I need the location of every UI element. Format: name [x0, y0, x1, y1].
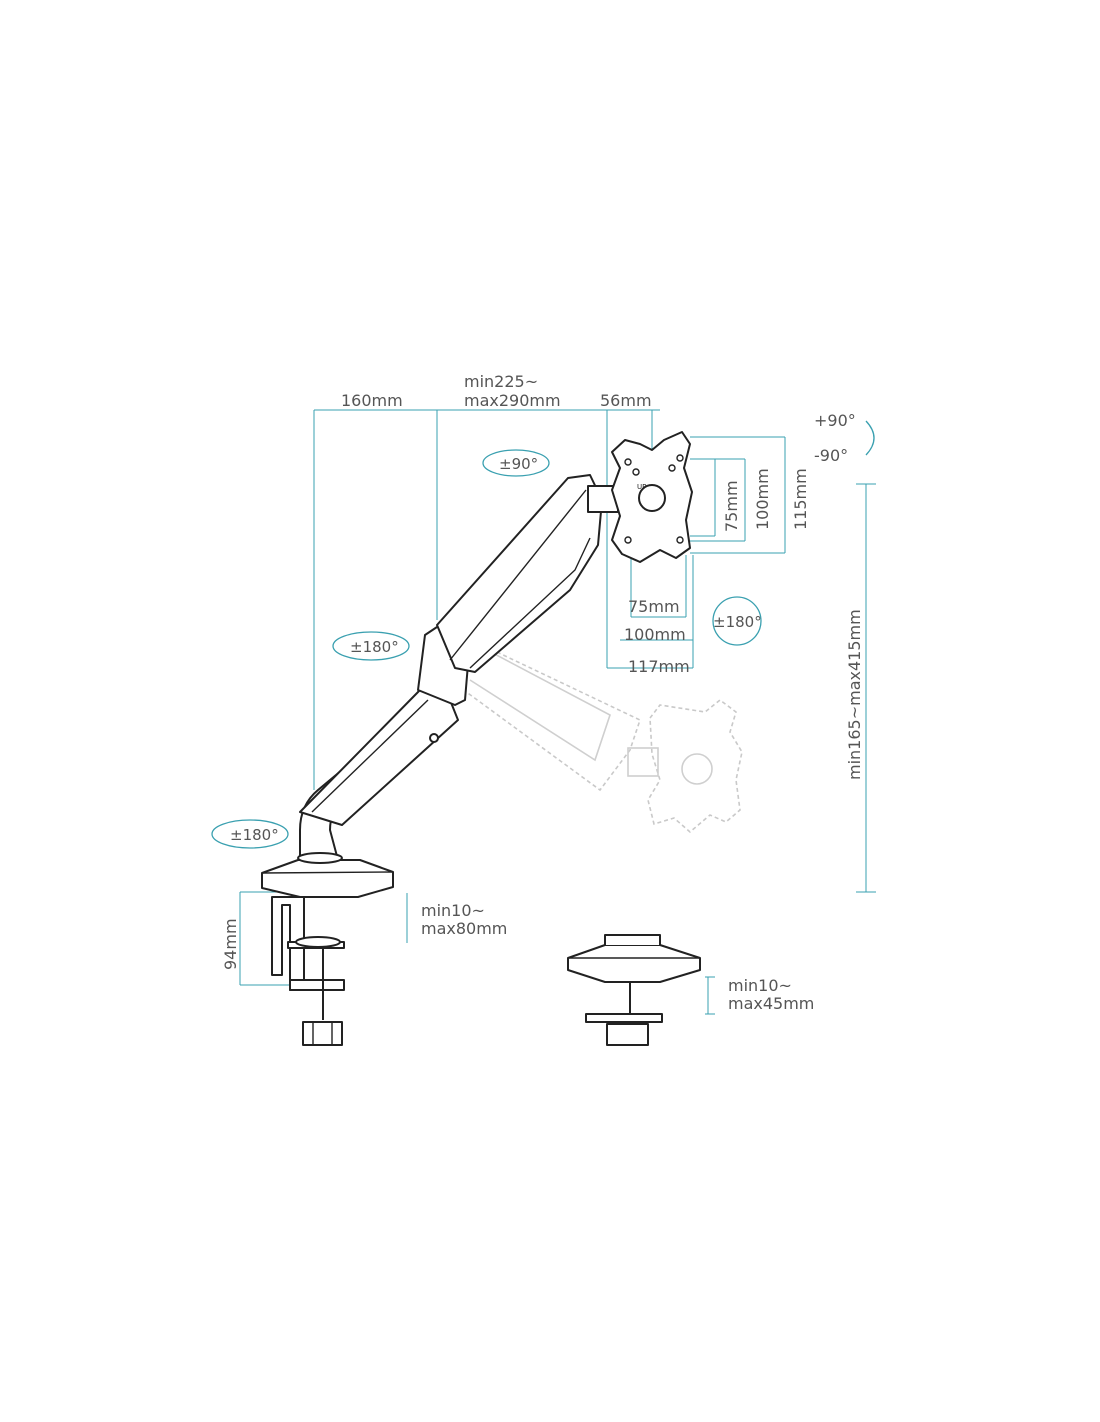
- desk-base: [261, 859, 394, 898]
- svg-text:±180°: ±180°: [713, 613, 762, 631]
- label-arm-min: min225~: [464, 372, 538, 391]
- plate-up-label: UP: [637, 483, 646, 491]
- clamp-knob: [302, 1021, 343, 1046]
- svg-text:±180°: ±180°: [350, 638, 399, 656]
- dimension-labels: 160mm min225~ max290mm 56mm +90° -90° 75…: [221, 372, 864, 1013]
- rotation-badge-head: ±90°: [482, 449, 550, 477]
- label-clamp-max: max80mm: [421, 919, 507, 938]
- label-offset: 160mm: [341, 391, 403, 410]
- svg-text:±90°: ±90°: [499, 455, 538, 473]
- label-grommet-max: max45mm: [728, 994, 814, 1013]
- lower-arm: [299, 689, 459, 826]
- tilt-arrow-icon: [865, 420, 875, 456]
- grommet-base: [567, 944, 701, 983]
- label-tilt-down: -90°: [814, 446, 848, 465]
- label-vesa-h-115: 115mm: [791, 468, 810, 530]
- vesa-plate-center: [638, 484, 666, 512]
- label-vesa-h-100: 100mm: [753, 468, 772, 530]
- label-vesa-w-117: 117mm: [628, 657, 690, 676]
- label-plate-offset: 56mm: [600, 391, 652, 410]
- label-clamp-height: 94mm: [221, 918, 240, 970]
- dimension-lines: [239, 409, 876, 1015]
- svg-text:±180°: ±180°: [230, 826, 279, 844]
- label-arm-max: max290mm: [464, 391, 561, 410]
- monitor-arm: UP: [261, 431, 701, 1046]
- label-height-range: min165~max415mm: [845, 609, 864, 780]
- c-clamp: [271, 896, 305, 991]
- rotation-badge-plate: ±180°: [712, 596, 762, 646]
- label-clamp-min: min10~: [421, 901, 485, 920]
- rotation-badge-base: ±180°: [211, 819, 289, 849]
- label-vesa-w-100: 100mm: [624, 625, 686, 644]
- label-tilt-up: +90°: [814, 411, 856, 430]
- label-vesa-w-75: 75mm: [628, 597, 680, 616]
- ghost-arm-lowered: [438, 623, 743, 834]
- rotation-badge-elbow: ±180°: [332, 631, 410, 661]
- label-vesa-h-75: 75mm: [722, 480, 741, 532]
- grommet-knob: [606, 1023, 649, 1046]
- label-grommet-min: min10~: [728, 976, 792, 995]
